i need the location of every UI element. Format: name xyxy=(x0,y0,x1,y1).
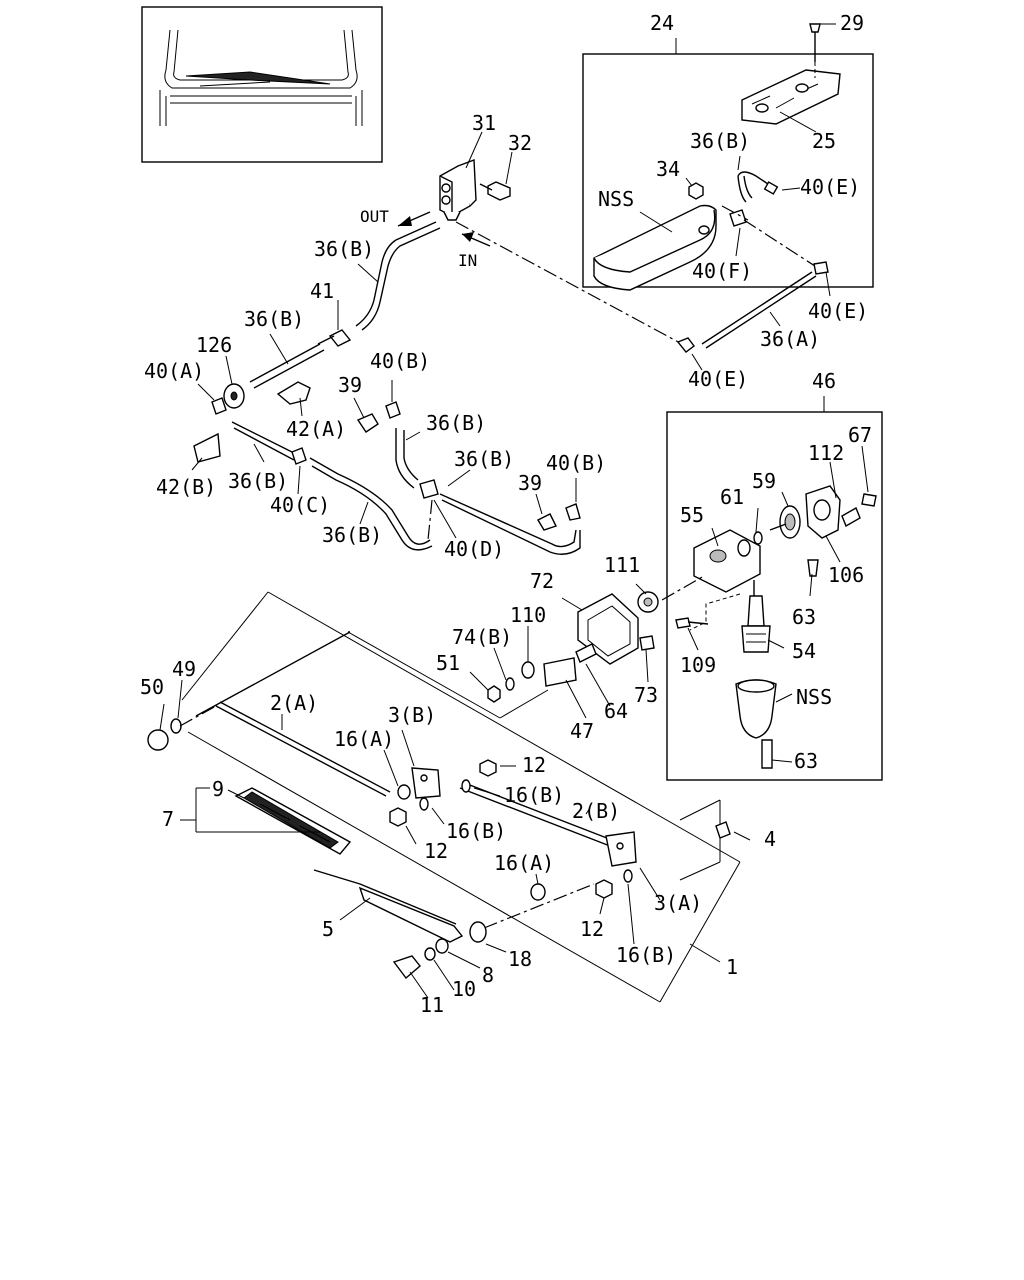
label-16a: 16(A) xyxy=(334,727,394,751)
label-126: 126 xyxy=(196,333,232,357)
label-in: IN xyxy=(458,251,477,270)
label-12: 12 xyxy=(424,839,448,863)
label-40c: 40(C) xyxy=(270,493,330,517)
label-18: 18 xyxy=(508,947,532,971)
label-41: 41 xyxy=(310,279,334,303)
label-63: 63 xyxy=(794,749,818,773)
label-54: 54 xyxy=(792,639,816,663)
label-40f: 40(F) xyxy=(692,259,752,283)
label-112: 112 xyxy=(808,441,844,465)
label-out: OUT xyxy=(360,207,389,226)
label-36b: 36(B) xyxy=(244,307,304,331)
label-32: 32 xyxy=(508,131,532,155)
label-39: 39 xyxy=(518,471,542,495)
label-25: 25 xyxy=(812,129,836,153)
label-40b: 40(B) xyxy=(370,349,430,373)
motor-assembly-group xyxy=(666,396,883,781)
label-29: 29 xyxy=(840,11,864,35)
label-nss: NSS xyxy=(598,187,634,211)
label-40a: 40(A) xyxy=(144,359,204,383)
label-72: 72 xyxy=(530,569,554,593)
label-16b: 16(B) xyxy=(504,783,564,807)
label-16a: 16(A) xyxy=(494,851,554,875)
label-10: 10 xyxy=(452,977,476,1001)
label-40b: 40(B) xyxy=(546,451,606,475)
label-31: 31 xyxy=(472,111,496,135)
part-labels: 24 29 25 36(B) 34 NSS 40(E) 40(F) 40(E) … xyxy=(140,11,872,1017)
label-46: 46 xyxy=(812,369,836,393)
label-40e: 40(E) xyxy=(800,175,860,199)
label-42a: 42(A) xyxy=(286,417,346,441)
label-7: 7 xyxy=(162,807,174,831)
leader-lines xyxy=(159,23,869,999)
label-36b: 36(B) xyxy=(322,523,382,547)
label-12: 12 xyxy=(522,753,546,777)
mounting-plate xyxy=(487,575,705,703)
label-1: 1 xyxy=(726,955,738,979)
label-5: 5 xyxy=(322,917,334,941)
label-36b: 36(B) xyxy=(426,411,486,435)
washer-pump xyxy=(397,159,511,247)
label-49: 49 xyxy=(172,657,196,681)
vehicle-inset xyxy=(141,6,383,163)
label-40e: 40(E) xyxy=(688,367,748,391)
nozzle-parts xyxy=(193,381,581,555)
label-36b: 36(B) xyxy=(454,447,514,471)
label-63: 63 xyxy=(792,605,816,629)
label-nss: NSS xyxy=(796,685,832,709)
label-36b: 36(B) xyxy=(228,469,288,493)
wiper-arm-blade xyxy=(234,787,487,980)
label-59: 59 xyxy=(752,469,776,493)
label-24: 24 xyxy=(650,11,674,35)
label-51: 51 xyxy=(436,651,460,675)
label-40d: 40(D) xyxy=(444,537,504,561)
label-34: 34 xyxy=(656,157,680,181)
label-40e: 40(E) xyxy=(808,299,868,323)
label-109: 109 xyxy=(680,653,716,677)
label-67: 67 xyxy=(848,423,872,447)
label-39: 39 xyxy=(338,373,362,397)
label-4: 4 xyxy=(764,827,776,851)
label-36b: 36(B) xyxy=(314,237,374,261)
label-8: 8 xyxy=(482,963,494,987)
label-36a: 36(A) xyxy=(760,327,820,351)
washer-tank-group xyxy=(582,23,874,291)
label-55: 55 xyxy=(680,503,704,527)
label-110: 110 xyxy=(510,603,546,627)
label-16b: 16(B) xyxy=(446,819,506,843)
label-47: 47 xyxy=(570,719,594,743)
label-3b: 3(B) xyxy=(388,703,436,727)
label-12: 12 xyxy=(580,917,604,941)
label-42b: 42(B) xyxy=(156,475,216,499)
label-3a: 3(A) xyxy=(654,891,702,915)
label-36b: 36(B) xyxy=(690,129,750,153)
label-61: 61 xyxy=(720,485,744,509)
label-73: 73 xyxy=(634,683,658,707)
label-16b: 16(B) xyxy=(616,943,676,967)
label-50: 50 xyxy=(140,675,164,699)
label-111: 111 xyxy=(604,553,640,577)
label-64: 64 xyxy=(604,699,628,723)
label-74b: 74(B) xyxy=(452,625,512,649)
label-9: 9 xyxy=(212,777,224,801)
label-106: 106 xyxy=(828,563,864,587)
label-2b: 2(B) xyxy=(572,799,620,823)
label-11: 11 xyxy=(420,993,444,1017)
linkage-frame xyxy=(147,591,741,1003)
label-2a: 2(A) xyxy=(270,691,318,715)
upper-hoses xyxy=(249,221,441,389)
